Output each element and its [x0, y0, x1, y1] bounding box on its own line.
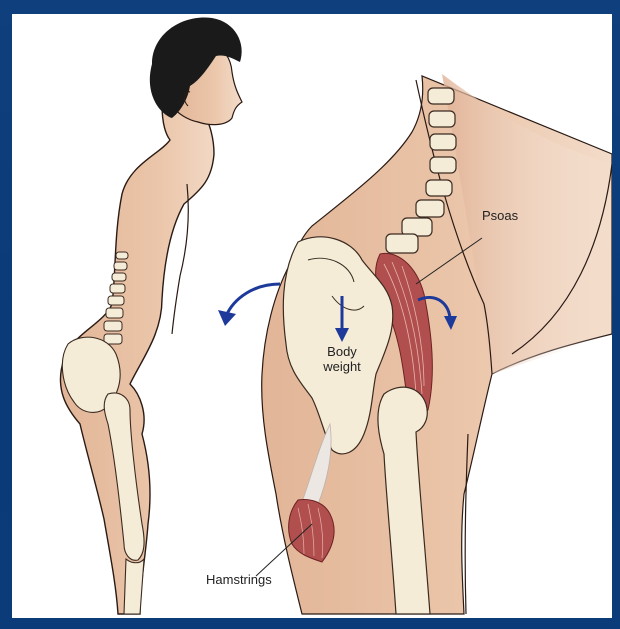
illustration-frame: Psoas Body weight Hamstrings [12, 14, 612, 618]
psoas-label: Psoas [482, 208, 518, 223]
hamstrings-label: Hamstrings [206, 572, 272, 587]
boy-figure [60, 17, 242, 614]
body-weight-label: Body weight [312, 344, 372, 374]
body-weight-line1: Body [312, 344, 372, 359]
body-weight-line2: weight [312, 359, 372, 374]
anatomy-illustration [12, 14, 612, 618]
boy-tibia [124, 559, 144, 614]
pelvis-closeup [218, 74, 612, 614]
